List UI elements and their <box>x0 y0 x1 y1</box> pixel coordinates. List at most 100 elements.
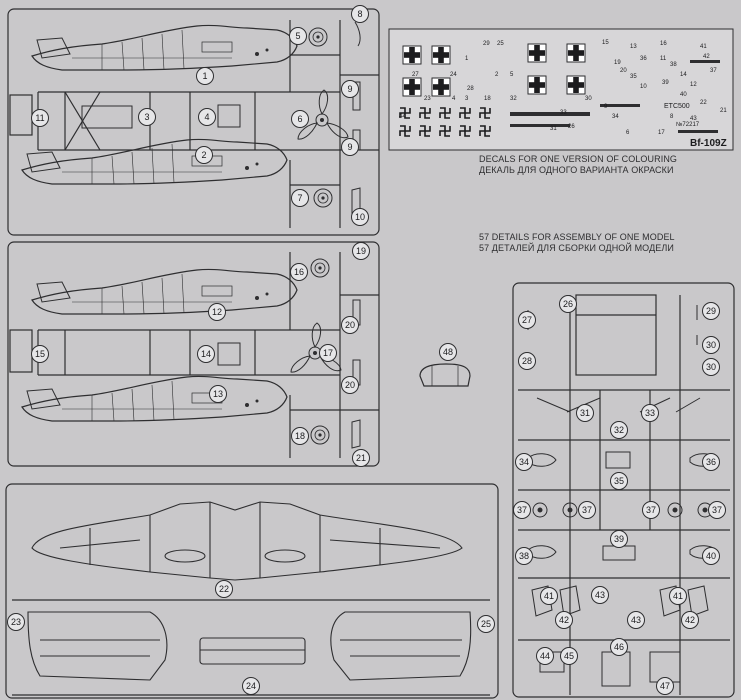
part-number-42b: 42 <box>685 615 695 625</box>
strut-part-21 <box>351 419 361 449</box>
decal-number: 36 <box>640 56 647 62</box>
decal-number: 24 <box>450 72 457 78</box>
fuselage-right-half-part-b <box>21 375 288 422</box>
stripe-decal <box>510 112 590 116</box>
part-number-2: 2 <box>201 150 206 160</box>
decal-number: 31 <box>550 126 557 132</box>
sprue-b-label-group: 12 13 14 15 16 17 18 19 20 20 21 <box>31 242 370 467</box>
decal-number: 30 <box>585 96 592 102</box>
decal-number: 43 <box>690 116 697 122</box>
wing-upper-left-part <box>27 611 168 681</box>
part-number-23: 23 <box>11 617 21 627</box>
part-number-46: 46 <box>614 642 624 652</box>
part-number-28: 28 <box>522 356 532 366</box>
decal-number: 39 <box>662 80 669 86</box>
decal-number: 21 <box>720 108 727 114</box>
cross-decal <box>566 75 586 95</box>
cross-decal <box>527 75 547 95</box>
wing-upper-right-part <box>330 611 472 681</box>
decal-number: 12 <box>690 82 697 88</box>
part-number-4: 4 <box>204 112 209 122</box>
part-number-47: 47 <box>660 681 670 691</box>
details-caption-ru: 57 ДЕТАЛЕЙ ДЛЯ СБОРКИ ОДНОЙ МОДЕЛИ <box>479 243 674 253</box>
decal-number: 32 <box>510 96 517 102</box>
decal-number: 6 <box>626 130 630 136</box>
decal-number: 13 <box>630 44 637 50</box>
cross-decal <box>431 45 451 65</box>
radiator-part-b <box>217 342 241 366</box>
part-number-24: 24 <box>246 681 256 691</box>
part-number-45: 45 <box>564 651 574 661</box>
decal-number: 11 <box>660 56 667 62</box>
decals-caption-en: DECALS FOR ONE VERSION OF COLOURING <box>479 154 678 164</box>
decal-number: 8 <box>670 114 674 120</box>
part-number-30a: 30 <box>706 340 716 350</box>
stripe-decal <box>678 130 718 133</box>
part-number-38: 38 <box>519 551 529 561</box>
decal-number: 23 <box>424 96 431 102</box>
decal-number: 5 <box>510 72 514 78</box>
part-number-14: 14 <box>201 349 211 359</box>
part-number-29: 29 <box>706 306 716 316</box>
part-number-18: 18 <box>295 431 305 441</box>
part-number-34: 34 <box>519 457 529 467</box>
part-number-6: 6 <box>297 114 302 124</box>
decal-number: 38 <box>670 62 677 68</box>
sprue-c <box>5 483 499 699</box>
decal-number: 4 <box>452 96 456 102</box>
part-number-15: 15 <box>35 349 45 359</box>
wing-lower-part <box>31 501 463 581</box>
decal-number: 1 <box>465 56 469 62</box>
part-number-37a: 37 <box>517 505 527 515</box>
decal-number: 35 <box>630 74 637 80</box>
details-caption-en: 57 DETAILS FOR ASSEMBLY OF ONE MODEL <box>479 232 675 242</box>
part-number-33: 33 <box>645 408 655 418</box>
wheel-part <box>313 188 333 208</box>
part-number-25: 25 <box>481 619 491 629</box>
stripe-decal <box>600 104 640 107</box>
loose-part-48-group: 48 <box>419 343 471 387</box>
part-number-37d: 37 <box>712 505 722 515</box>
stripe-decal <box>510 124 570 127</box>
part-number-44: 44 <box>540 651 550 661</box>
part-number-43a: 43 <box>595 590 605 600</box>
part-number-20a: 20 <box>345 320 355 330</box>
decal-number: 19 <box>614 60 621 66</box>
cross-decal <box>431 77 451 97</box>
part-number-30b: 30 <box>706 362 716 372</box>
decal-number: 3 <box>465 96 469 102</box>
store-decal-label: ETC500 <box>664 103 690 110</box>
part-number-19: 19 <box>356 246 366 256</box>
part-number-9a: 9 <box>347 84 352 94</box>
decal-number: 27 <box>412 72 419 78</box>
part-number-41b: 41 <box>673 591 683 601</box>
part-number-40: 40 <box>706 551 716 561</box>
decal-number: 9 <box>604 104 608 110</box>
radiator-part <box>217 104 241 128</box>
radiator-bath-part <box>199 637 306 665</box>
decal-number: 33 <box>560 110 567 116</box>
cross-decal <box>402 45 422 65</box>
decal-number: 14 <box>680 72 687 78</box>
decal-number: 17 <box>658 130 665 136</box>
part-number-42a: 42 <box>559 615 569 625</box>
decal-number: 29 <box>483 41 490 47</box>
stripe-decal <box>690 60 720 63</box>
spinner-part-b <box>310 258 330 278</box>
decal-number: 20 <box>620 68 627 74</box>
strut-part-9a <box>352 81 361 111</box>
part-number-13: 13 <box>213 389 223 399</box>
part-number-20b: 20 <box>345 380 355 390</box>
cockpit-floor-part <box>81 105 133 129</box>
decal-number: 44 <box>399 114 406 120</box>
decal-number: 15 <box>602 40 609 46</box>
part-number-12: 12 <box>212 307 222 317</box>
decal-number: 25 <box>497 41 504 47</box>
strut-part-8 <box>354 21 361 47</box>
decal-number: 22 <box>700 100 707 106</box>
decal-sheet: 29 15 13 16 38 41 42 37 36 35 39 40 27 2… <box>388 28 734 151</box>
part-number-37b: 37 <box>582 505 592 515</box>
decal-number: 10 <box>640 84 647 90</box>
decal-number: 16 <box>660 41 667 47</box>
